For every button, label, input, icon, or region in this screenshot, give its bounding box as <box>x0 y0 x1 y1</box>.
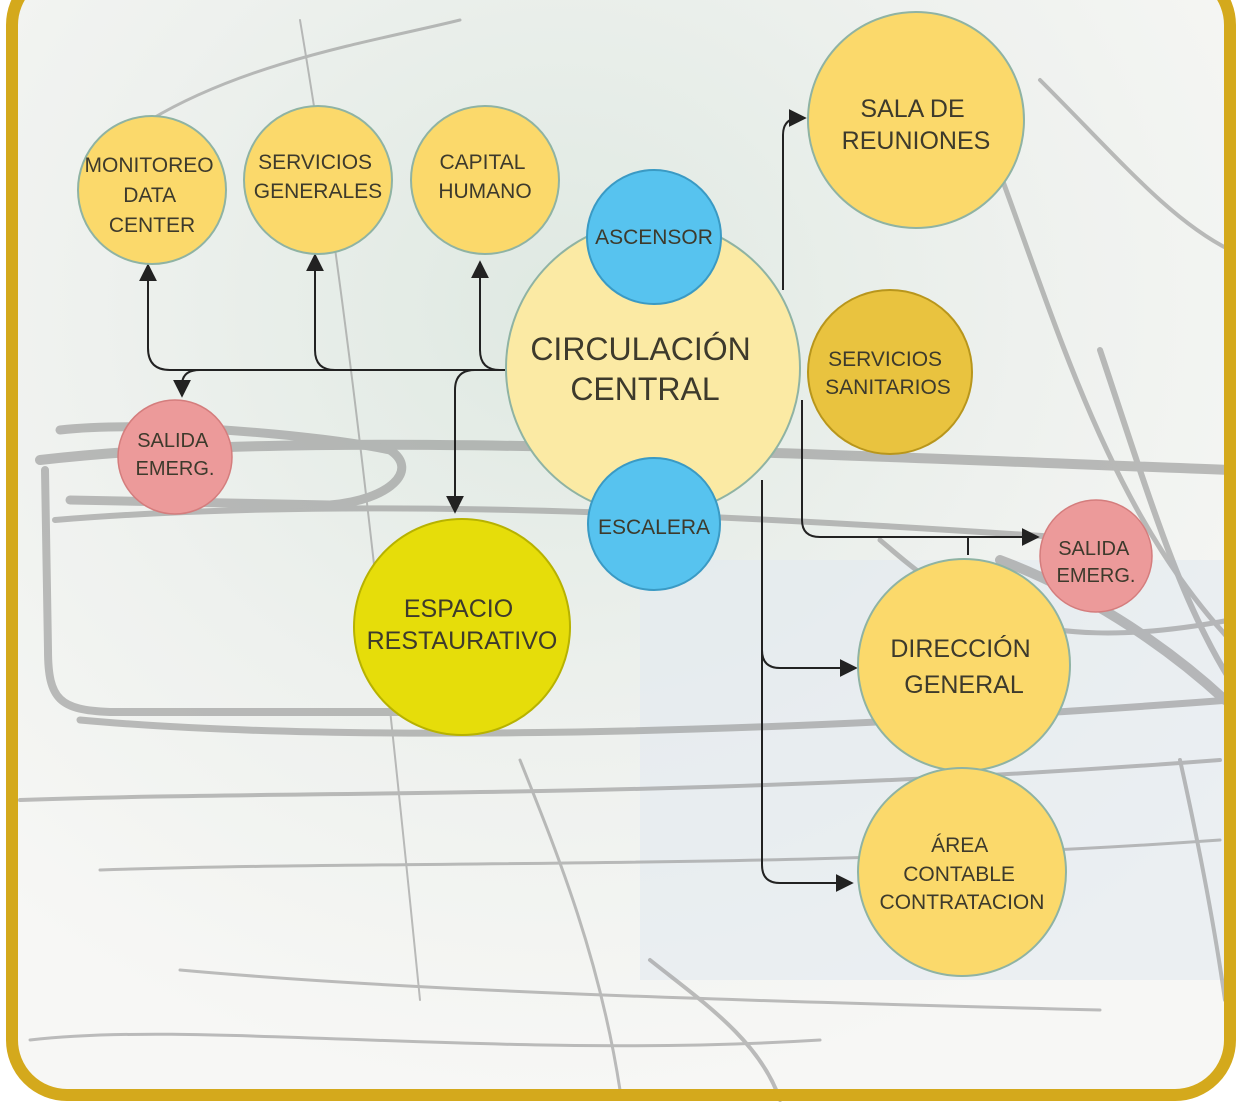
node-salida-emergencia-right: SALIDA EMERG. <box>1039 499 1153 613</box>
svg-text:ESPACIO RESTAURATIVO: ESPACIO RESTAURATIVO <box>367 595 558 655</box>
label-line: SERVICIOS <box>258 151 372 174</box>
label-line: MONITOREO <box>85 154 214 177</box>
connectors <box>139 109 1040 892</box>
svg-text:SERVICIOS GENERALES: SERVICIOS GENERALES <box>254 151 382 203</box>
node-salida-emergencia-left: SALIDA EMERG. <box>117 399 233 515</box>
svg-text:ESCALERA: ESCALERA <box>598 516 710 539</box>
arrow-to-sala-reuniones <box>782 109 807 290</box>
label-line: CENTRAL <box>570 371 719 407</box>
svg-text:CAPITAL HUMANO: CAPITAL HUMANO <box>438 151 531 203</box>
node-circulacion-central: CIRCULACIÓN CENTRAL <box>505 220 801 516</box>
svg-text:DIRECCIÓN GENERAL: DIRECCIÓN GENERAL <box>890 634 1037 699</box>
label-line: SERVICIOS <box>828 348 942 371</box>
label-line: DATA <box>123 184 176 207</box>
node-servicios-sanitarios: SERVICIOS SANITARIOS <box>807 289 973 455</box>
label-line: ESCALERA <box>598 516 710 539</box>
arrow-to-area-contable <box>761 650 854 892</box>
svg-text:SALIDA EMERG.: SALIDA EMERG. <box>1057 538 1136 587</box>
label-line: CONTABLE <box>903 863 1015 886</box>
node-area-contable-contratacion: ÁREA CONTABLE CONTRATACION <box>857 767 1067 977</box>
label-line: CIRCULACIÓN <box>530 331 750 367</box>
label-line: GENERAL <box>904 671 1024 699</box>
arrow-to-servicios-generales <box>306 253 336 371</box>
svg-text:ÁREA CONTABLE CONT: ÁREA CONTABLE CONTRATACION <box>880 834 1045 914</box>
node-capital-humano: CAPITAL HUMANO <box>410 105 560 255</box>
label-line: SANITARIOS <box>825 376 951 399</box>
label-line: CONTRATACION <box>880 891 1045 914</box>
svg-text:SALA DE REUNIONES: SALA DE REUNIONES <box>842 95 991 155</box>
frame-border <box>6 0 1236 1101</box>
arrow-to-monitoreo <box>139 263 505 371</box>
label-line: SALIDA <box>1058 538 1130 560</box>
label-line: GENERALES <box>254 180 382 203</box>
label-line: ESPACIO <box>404 595 513 623</box>
label-line: CAPITAL <box>439 151 524 174</box>
label-line: SALIDA <box>137 430 209 452</box>
label-line: ASCENSOR <box>595 226 713 249</box>
arrow-to-espacio-restaurativo <box>446 369 476 514</box>
label-line: SALA DE <box>860 95 964 123</box>
svg-text:SERVICIOS SANITARIOS: SERVICIOS SANITARIOS <box>825 348 951 399</box>
label-line: REUNIONES <box>842 127 991 155</box>
label-line: ÁREA <box>931 834 988 857</box>
label-line: RESTAURATIVO <box>367 627 558 655</box>
label-line: DIRECCIÓN <box>890 634 1030 663</box>
svg-text:MONITOREO DATA CEN: MONITOREO DATA CENTER <box>85 154 220 237</box>
arrow-to-salida-left <box>173 369 201 398</box>
label-line: EMERG. <box>136 458 215 480</box>
label-line: CENTER <box>109 214 195 237</box>
label-line: HUMANO <box>438 180 531 203</box>
arrow-to-salida-right <box>801 400 1040 546</box>
node-monitoreo-data-center: MONITOREO DATA CENTER <box>77 115 227 265</box>
label-line: EMERG. <box>1057 565 1136 587</box>
svg-text:SALIDA EMERG.: SALIDA EMERG. <box>136 430 215 480</box>
node-espacio-restaurativo: ESPACIO RESTAURATIVO <box>353 518 571 736</box>
svg-text:CIRCULACIÓN CENTRAL: CIRCULACIÓN CENTRAL <box>530 331 759 407</box>
svg-text:ASCENSOR: ASCENSOR <box>595 226 713 249</box>
node-escalera: ESCALERA <box>587 457 721 591</box>
node-sala-reuniones: SALA DE REUNIONES <box>807 11 1025 229</box>
arrow-to-capital-humano <box>471 260 501 371</box>
node-direccion-general: DIRECCIÓN GENERAL <box>857 558 1071 772</box>
node-ascensor: ASCENSOR <box>586 169 722 305</box>
node-servicios-generales: SERVICIOS GENERALES <box>243 105 393 255</box>
